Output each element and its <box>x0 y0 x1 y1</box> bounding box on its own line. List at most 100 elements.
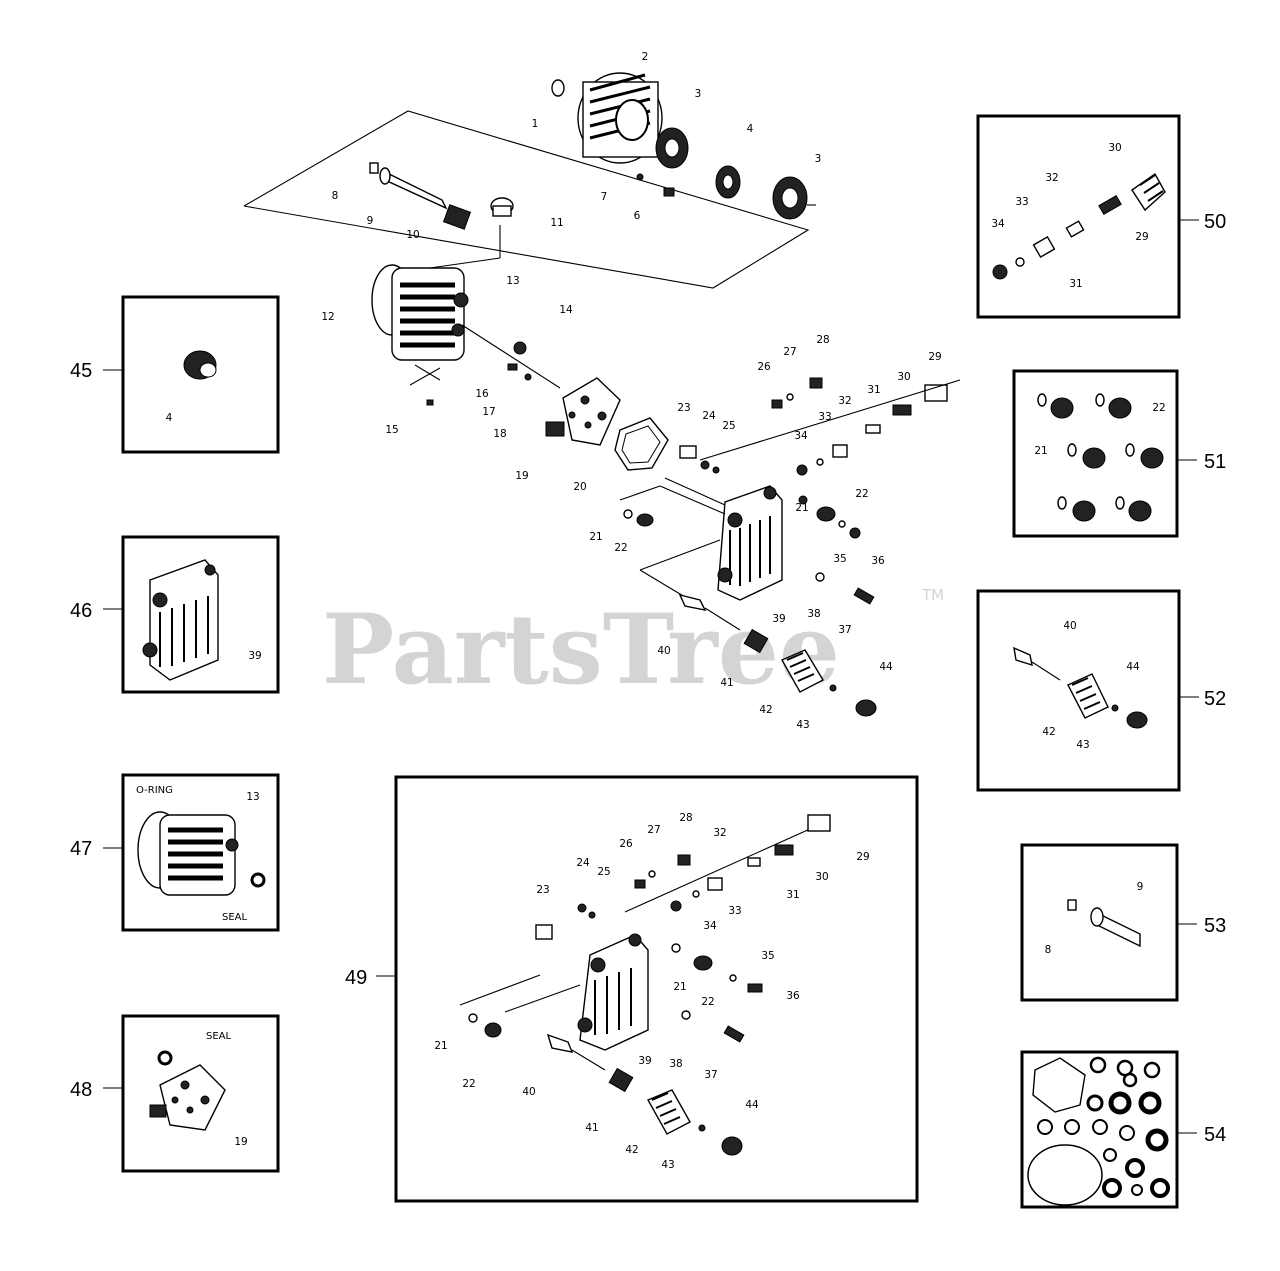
main-callout-25: 25 <box>722 420 735 432</box>
note-seal-47: SEAL <box>222 912 248 923</box>
main-callout-27: 27 <box>783 346 796 358</box>
inset-51-callout-22: 22 <box>1152 402 1165 414</box>
main-callout-28: 28 <box>816 334 829 346</box>
inset-48-callout-19: 19 <box>234 1136 247 1148</box>
inset-51 <box>1012 369 1197 538</box>
inset-49-callout-41: 41 <box>585 1122 598 1134</box>
main-callout-3: 3 <box>815 153 822 165</box>
valve-body <box>717 485 783 601</box>
inset-label-47: 47 <box>70 838 92 860</box>
inset-label-50: 50 <box>1204 211 1226 233</box>
inset-49-callout-25: 25 <box>597 866 610 878</box>
inset-label-54: 54 <box>1204 1124 1226 1146</box>
main-callout-4: 4 <box>747 123 754 135</box>
inset-52-callout-42: 42 <box>1042 726 1055 738</box>
pump-head <box>371 264 469 361</box>
manifold-plate <box>545 377 621 446</box>
main-callout-40: 40 <box>657 645 670 657</box>
inset-50 <box>976 114 1199 319</box>
inset-50-callout-29: 29 <box>1135 231 1148 243</box>
inset-52-callout-40: 40 <box>1063 620 1076 632</box>
main-callout-16: 16 <box>475 388 489 400</box>
callout-numbers: 1234376891011121314151617181920232425262… <box>166 51 1166 1171</box>
main-callout-26: 26 <box>757 361 771 373</box>
inset-label-46: 46 <box>70 600 92 622</box>
main-callout-31: 31 <box>867 384 880 396</box>
inset-50-callout-30: 30 <box>1108 142 1121 154</box>
main-callout-30: 30 <box>897 371 910 383</box>
inset-49-callout-39: 39 <box>638 1055 651 1067</box>
inset-label-51: 51 <box>1204 451 1226 473</box>
main-callout-12: 12 <box>321 311 334 323</box>
main-callout-32: 32 <box>838 395 851 407</box>
inset-47-callout-13: 13 <box>246 791 259 803</box>
inset-49-callout-21: 21 <box>673 981 686 993</box>
main-callout-42: 42 <box>759 704 772 716</box>
inset-49-callout-31: 31 <box>786 889 799 901</box>
note-o-ring: O-RING <box>136 785 173 796</box>
main-callout-3: 3 <box>695 88 702 100</box>
inset-46-callout-39: 39 <box>248 650 261 662</box>
inset-49-callout-23: 23 <box>536 884 549 896</box>
main-callout-41: 41 <box>720 677 733 689</box>
inset-49 <box>376 775 919 1203</box>
inset-49-callout-42: 42 <box>625 1144 638 1156</box>
main-callout-36: 36 <box>871 555 885 567</box>
inset-50-callout-32: 32 <box>1045 172 1058 184</box>
inset-49-callout-34: 34 <box>703 920 717 932</box>
main-exploded-view <box>243 72 961 717</box>
inset-49-callout-22: 22 <box>701 996 714 1008</box>
inset-49-callout-32: 32 <box>713 827 726 839</box>
inset-53 <box>1020 843 1197 1002</box>
inset-53-callout-9: 9 <box>1137 881 1144 893</box>
main-callout-22: 22 <box>614 542 627 554</box>
main-callout-38: 38 <box>807 608 820 620</box>
inset-label-45: 45 <box>70 360 92 382</box>
main-callout-35: 35 <box>833 553 846 565</box>
main-callout-10: 10 <box>406 229 419 241</box>
main-callout-21: 21 <box>589 531 602 543</box>
inset-50-callout-33: 33 <box>1015 196 1028 208</box>
inset-54 <box>1020 1050 1197 1209</box>
watermark-brand: PartsTree <box>322 593 840 706</box>
main-callout-24: 24 <box>702 410 716 422</box>
main-callout-8: 8 <box>332 190 339 202</box>
inset-49-callout-35: 35 <box>761 950 774 962</box>
main-callout-13: 13 <box>506 275 519 287</box>
main-callout-44: 44 <box>879 661 893 673</box>
main-callout-33: 33 <box>818 411 831 423</box>
inset-52-callout-44: 44 <box>1126 661 1140 673</box>
inset-49-callout-30: 30 <box>815 871 828 883</box>
main-callout-37: 37 <box>838 624 851 636</box>
inset-49-callout-27: 27 <box>647 824 660 836</box>
inset-label-49: 49 <box>345 967 367 989</box>
main-callout-18: 18 <box>493 428 506 440</box>
inset-49-callout-43: 43 <box>661 1159 674 1171</box>
main-callout-43: 43 <box>796 719 809 731</box>
main-callout-14: 14 <box>559 304 573 316</box>
main-callout-15: 15 <box>385 424 398 436</box>
main-callout-39: 39 <box>772 613 785 625</box>
inset-49-callout-29: 29 <box>856 851 869 863</box>
main-callout-9: 9 <box>367 215 374 227</box>
main-callout-34: 34 <box>794 430 808 442</box>
inset-50-callout-34: 34 <box>991 218 1005 230</box>
main-callout-1: 1 <box>532 118 539 130</box>
main-callout-21: 21 <box>795 502 808 514</box>
inset-49-callout-22: 22 <box>462 1078 475 1090</box>
note-seal-48: SEAL <box>206 1031 232 1042</box>
inset-52-callout-43: 43 <box>1076 739 1089 751</box>
inset-label-53: 53 <box>1204 915 1226 937</box>
watermark-trademark: TM <box>921 586 944 604</box>
main-callout-22: 22 <box>855 488 868 500</box>
inset-45 <box>103 295 280 454</box>
inset-49-callout-24: 24 <box>576 857 590 869</box>
inset-47: O-RING SEAL <box>103 773 280 932</box>
inset-52 <box>976 589 1199 792</box>
main-callout-20: 20 <box>573 481 586 493</box>
inset-49-callout-33: 33 <box>728 905 741 917</box>
main-callout-11: 11 <box>550 217 563 229</box>
main-callout-2: 2 <box>642 51 649 63</box>
